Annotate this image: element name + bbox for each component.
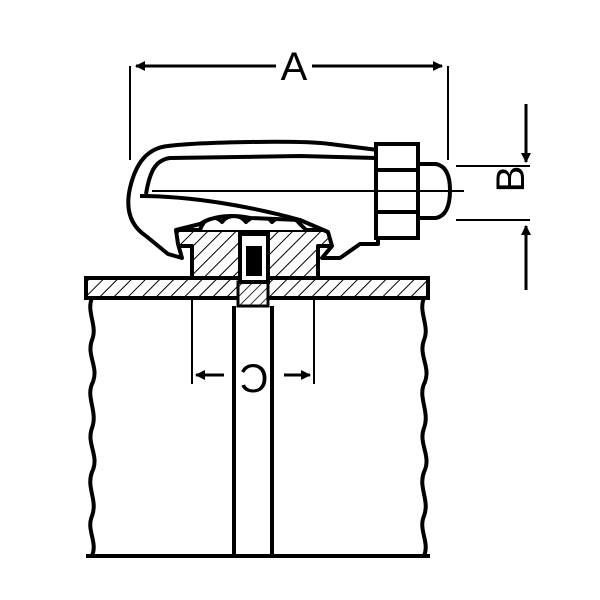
bore-channel <box>232 306 274 556</box>
pipe-right-wall <box>420 297 429 557</box>
plunger-insert <box>246 246 262 276</box>
lever-inner-contour <box>144 153 377 195</box>
dimension-a: A <box>129 45 449 160</box>
lever-handle <box>126 139 380 260</box>
pipe-left-wall <box>88 297 97 557</box>
dimension-b: B <box>456 104 533 290</box>
dimension-a-label: A <box>281 45 308 89</box>
dimension-c: C <box>191 298 315 399</box>
pipe-body <box>86 297 430 558</box>
dimension-c-label: C <box>240 355 269 399</box>
stem-seal-section <box>236 280 270 308</box>
lever-inner-ramp <box>139 194 301 222</box>
dimension-b-label: B <box>489 166 533 193</box>
